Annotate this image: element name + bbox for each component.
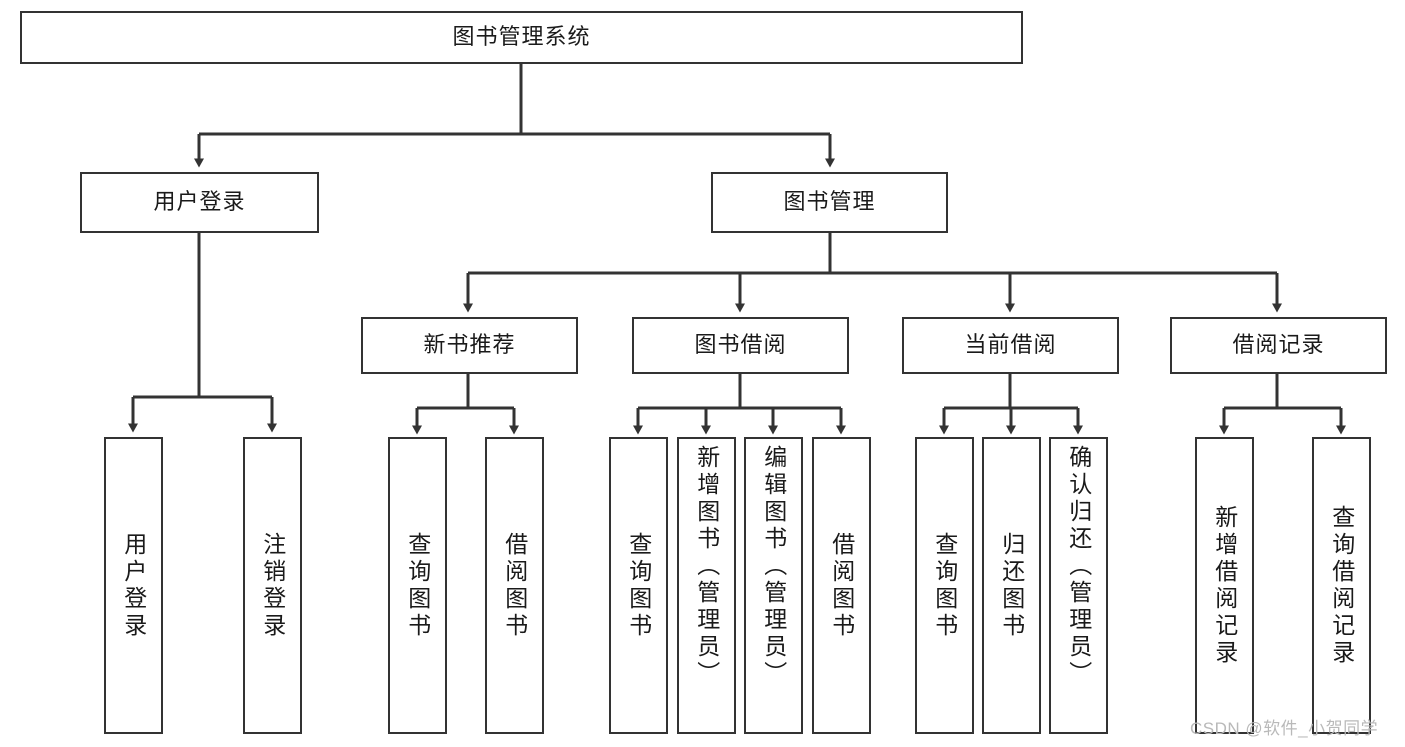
leaf-node-confirm-return-admin[interactable]: 确认归还（管理员） bbox=[1049, 437, 1108, 734]
leaf-node-edit-book-admin[interactable]: 编辑图书（管理员） bbox=[744, 437, 803, 734]
node-label: 查询图书 bbox=[625, 531, 652, 640]
node-new-book-recommendation[interactable]: 新书推荐 bbox=[361, 317, 578, 374]
node-label: 图书借阅 bbox=[694, 332, 787, 358]
node-label: 当前借阅 bbox=[964, 332, 1057, 358]
node-label: 归还图书 bbox=[998, 531, 1025, 640]
leaf-node-borrow-books-recommend[interactable]: 借阅图书 bbox=[485, 437, 544, 734]
leaf-node-query-books-borrow[interactable]: 查询图书 bbox=[609, 437, 668, 734]
node-borrowing-records[interactable]: 借阅记录 bbox=[1170, 317, 1387, 374]
node-label: 借阅图书 bbox=[501, 531, 528, 640]
node-book-borrowing[interactable]: 图书借阅 bbox=[632, 317, 849, 374]
leaf-node-query-books-current[interactable]: 查询图书 bbox=[915, 437, 974, 734]
leaf-node-query-books-recommend[interactable]: 查询图书 bbox=[388, 437, 447, 734]
node-label: 新书推荐 bbox=[423, 332, 516, 358]
node-label: 图书管理 bbox=[783, 189, 876, 215]
leaf-node-add-book-admin[interactable]: 新增图书（管理员） bbox=[677, 437, 736, 734]
node-label: 注销登录 bbox=[259, 531, 286, 640]
leaf-node-logout[interactable]: 注销登录 bbox=[243, 437, 302, 734]
csdn-watermark: CSDN @软件_小贺同学 bbox=[1190, 719, 1379, 738]
node-label: 用户登录 bbox=[120, 531, 147, 640]
node-label: 查询图书 bbox=[931, 531, 958, 640]
node-label: 新增图书（管理员） bbox=[693, 445, 720, 688]
node-label: 用户登录 bbox=[153, 189, 246, 215]
leaf-node-borrow-books[interactable]: 借阅图书 bbox=[812, 437, 871, 734]
node-label: 查询借阅记录 bbox=[1328, 504, 1355, 667]
leaf-node-return-books[interactable]: 归还图书 bbox=[982, 437, 1041, 734]
leaf-node-add-borrow-record[interactable]: 新增借阅记录 bbox=[1195, 437, 1254, 734]
node-label: 图书管理系统 bbox=[452, 24, 591, 50]
node-label: 确认归还（管理员） bbox=[1065, 445, 1092, 688]
node-label: 借阅记录 bbox=[1232, 332, 1325, 358]
node-label: 查询图书 bbox=[404, 531, 431, 640]
node-user-login[interactable]: 用户登录 bbox=[80, 172, 319, 233]
node-label: 编辑图书（管理员） bbox=[760, 445, 787, 688]
node-root-book-management-system[interactable]: 图书管理系统 bbox=[20, 11, 1023, 64]
node-label: 借阅图书 bbox=[828, 531, 855, 640]
node-book-management[interactable]: 图书管理 bbox=[711, 172, 948, 233]
node-label: 新增借阅记录 bbox=[1211, 504, 1238, 667]
leaf-node-user-login[interactable]: 用户登录 bbox=[104, 437, 163, 734]
leaf-node-query-borrow-record[interactable]: 查询借阅记录 bbox=[1312, 437, 1371, 734]
node-current-borrowing[interactable]: 当前借阅 bbox=[902, 317, 1119, 374]
